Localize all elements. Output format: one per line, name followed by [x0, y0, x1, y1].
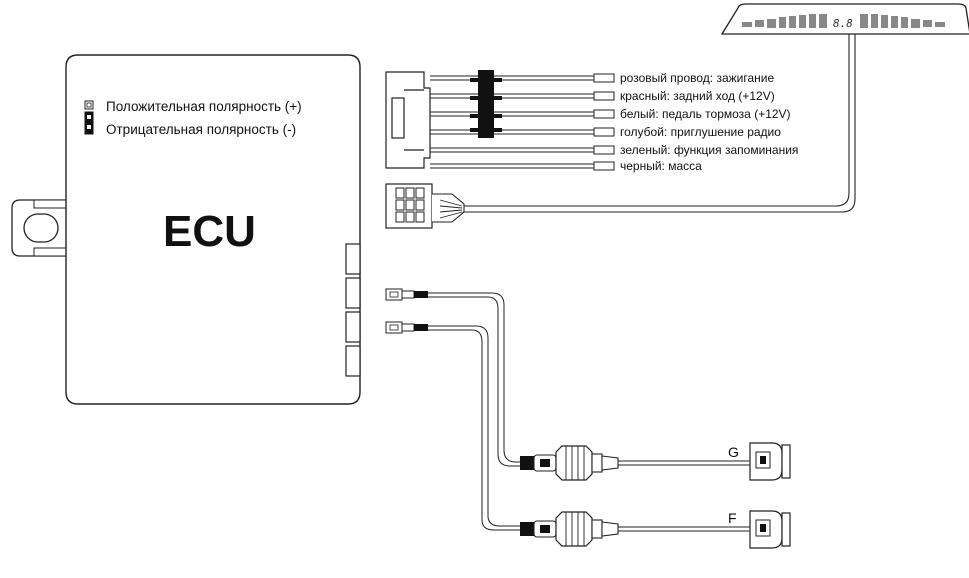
display-cable: [464, 28, 856, 213]
display-connector: [385, 183, 465, 229]
jumper-negative: [84, 111, 94, 135]
led-display: 8.8: [720, 3, 969, 35]
wire-label-ignition: розовый провод: зажигание: [620, 71, 774, 85]
wire-label-reverse: красный: задний ход (+12V): [620, 89, 775, 103]
ecu-housing: [65, 54, 361, 405]
polarity-negative-label: Отрицательная полярность (-): [106, 122, 296, 137]
mounting-bracket: [11, 199, 69, 257]
ecu-title: ECU: [163, 207, 256, 256]
wire-label-memory: зеленый: функция запоминания: [620, 143, 798, 157]
jumper-positive: [84, 100, 94, 110]
wire-terminals: [593, 73, 615, 171]
wire-label-brake: белый: педаль тормоза (+12V): [620, 107, 791, 121]
sensor-g-label: G: [728, 444, 739, 460]
harness-connector: [385, 71, 431, 169]
sensor-g-assembly: G: [520, 442, 791, 481]
main-harness: розовый провод: зажигание красный: задни…: [385, 70, 798, 173]
led-segments-right: [860, 14, 945, 28]
ecu-unit: Положительная полярность (+) Отрицательн…: [11, 54, 361, 405]
sensor-plug-upper: [385, 288, 428, 301]
display-readout: 8.8: [833, 17, 853, 30]
sensor-plug-lower: [385, 321, 428, 334]
led-segments-left: [742, 14, 827, 28]
wire-sleeve: [470, 70, 502, 138]
harness-wires: [430, 75, 594, 169]
wire-label-ground: черный: масса: [620, 159, 702, 173]
sensor-plugs: [385, 288, 428, 334]
polarity-positive-label: Положительная полярность (+): [106, 99, 302, 114]
sensor-cables: [428, 292, 520, 531]
sensor-f-label: F: [728, 510, 737, 526]
wire-label-radio-mute: голубой: приглушение радио: [620, 125, 781, 139]
ecu-side-ports: [345, 243, 361, 377]
sensor-f-assembly: F: [520, 510, 791, 549]
